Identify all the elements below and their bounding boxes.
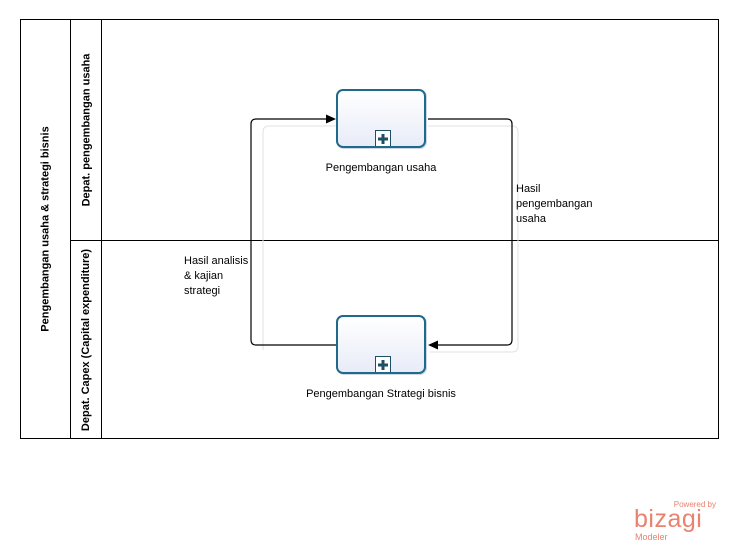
pool-label: Pengembangan usaha & strategi bisnis bbox=[21, 20, 70, 438]
task-pengembangan-usaha[interactable] bbox=[336, 89, 426, 148]
flow-label-line: strategi bbox=[184, 285, 221, 297]
subprocess-plus-icon[interactable] bbox=[375, 356, 391, 372]
pool-label-text: Pengembangan usaha & strategi bisnis bbox=[39, 126, 52, 332]
bizagi-logo: Powered by bizagi Modeler bbox=[634, 500, 718, 545]
flow-label-pengembangan: Hasil pengembangan usaha bbox=[516, 182, 592, 227]
lane-label-text: Depat. Capex (Capital expenditure) bbox=[80, 248, 92, 431]
lane-label-capex: Depat. Capex (Capital expenditure) bbox=[71, 241, 101, 438]
product-name: Modeler bbox=[635, 532, 668, 542]
flow-label-line: Hasil analisis bbox=[184, 255, 249, 267]
flow-label-line: usaha bbox=[516, 213, 546, 225]
subprocess-plus-icon[interactable] bbox=[375, 130, 391, 146]
task-label: Pengembangan usaha bbox=[325, 162, 437, 174]
powered-by-text: Powered by bbox=[673, 500, 716, 509]
lane-label-pengembangan: Depat. pengembangan usaha bbox=[71, 20, 101, 240]
brand-name: bizagi bbox=[634, 505, 703, 533]
task-label: Pengembangan Strategi bisnis bbox=[306, 388, 456, 400]
flow-label-analisis: Hasil analisis & kajian strategi bbox=[184, 254, 248, 299]
flow-label-line: & kajian bbox=[184, 270, 224, 282]
lane-label-text: Depat. pengembangan usaha bbox=[80, 53, 92, 207]
flow-label-line: pengembangan bbox=[516, 198, 593, 210]
pool bbox=[20, 19, 719, 439]
sequence-flow-pengembangan[interactable] bbox=[428, 118, 513, 350]
flow-label-line: Hasil bbox=[516, 183, 541, 195]
sequence-flow-analisis[interactable] bbox=[250, 114, 336, 346]
task-pengembangan-strategi[interactable] bbox=[336, 315, 426, 374]
